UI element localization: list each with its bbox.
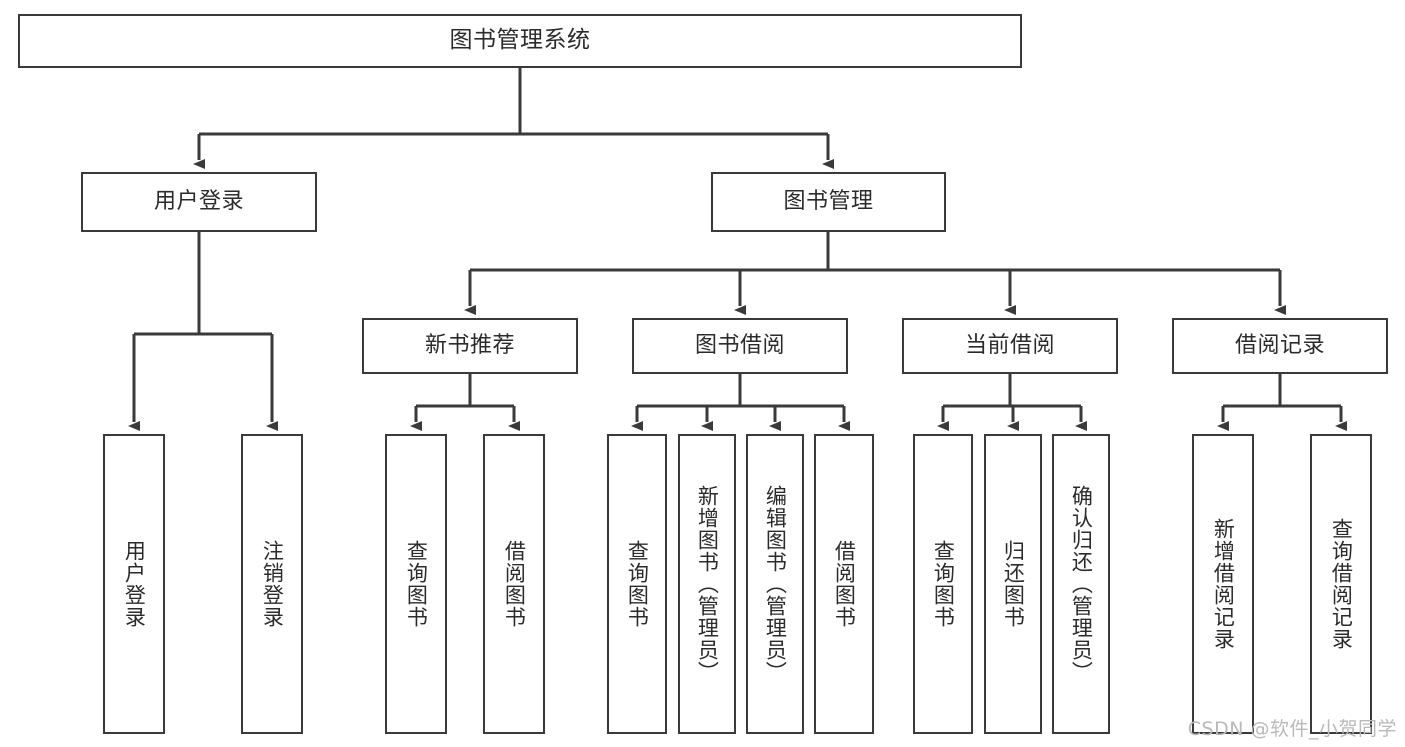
edge-group-new-book-rec-children xyxy=(410,374,520,431)
node-leaf-return-book[interactable]: 归还图书 xyxy=(984,434,1042,734)
node-leaf-logout[interactable]: 注销登录 xyxy=(241,434,303,734)
edge-group-current-borrow-children xyxy=(937,374,1087,431)
node-label-leaf-query-book-3: 查询图书 xyxy=(931,540,956,628)
node-borrow-record[interactable]: 借阅记录 xyxy=(1172,318,1388,374)
watermark-label: CSDN @软件_小贺同学 xyxy=(1187,718,1397,740)
node-label-borrow-record: 借阅记录 xyxy=(1234,332,1325,358)
node-label-book-manage: 图书管理 xyxy=(783,188,874,214)
node-leaf-query-book-2[interactable]: 查询图书 xyxy=(607,434,667,734)
node-label-leaf-return-book: 归还图书 xyxy=(1001,540,1026,628)
node-label-leaf-borrow-book-1: 借阅图书 xyxy=(502,540,527,628)
node-label-leaf-query-book-2: 查询图书 xyxy=(625,540,650,628)
edge-group-borrow-record-children xyxy=(1217,374,1347,431)
node-label-leaf-user-login: 用户登录 xyxy=(122,540,147,628)
node-leaf-query-book-3[interactable]: 查询图书 xyxy=(913,434,973,734)
node-label-leaf-edit-book: 编辑图书（管理员） xyxy=(763,485,788,683)
node-label-leaf-confirm-return: 确认归还（管理员） xyxy=(1069,485,1094,683)
node-book-manage[interactable]: 图书管理 xyxy=(711,172,946,232)
edge-group-book-manage-children xyxy=(464,232,1286,315)
edge-group-book-borrow-children xyxy=(631,374,850,431)
node-user-login[interactable]: 用户登录 xyxy=(81,172,317,232)
node-leaf-add-book[interactable]: 新增图书（管理员） xyxy=(678,434,736,734)
edge-group-user-login-children xyxy=(128,232,278,431)
node-root[interactable]: 图书管理系统 xyxy=(18,14,1022,68)
node-leaf-user-login[interactable]: 用户登录 xyxy=(103,434,165,734)
node-leaf-borrow-book-1[interactable]: 借阅图书 xyxy=(483,434,545,734)
node-label-book-borrow: 图书借阅 xyxy=(694,332,785,358)
node-label-leaf-borrow-book-2: 借阅图书 xyxy=(832,540,857,628)
node-current-borrow[interactable]: 当前借阅 xyxy=(902,318,1118,374)
node-leaf-query-record[interactable]: 查询借阅记录 xyxy=(1310,434,1372,734)
node-label-leaf-query-record: 查询借阅记录 xyxy=(1329,518,1354,650)
node-label-new-book-rec: 新书推荐 xyxy=(424,332,515,358)
node-leaf-edit-book[interactable]: 编辑图书（管理员） xyxy=(746,434,804,734)
node-book-borrow[interactable]: 图书借阅 xyxy=(632,318,848,374)
node-label-leaf-logout: 注销登录 xyxy=(260,540,285,628)
node-label-current-borrow: 当前借阅 xyxy=(964,332,1055,358)
node-label-root: 图书管理系统 xyxy=(449,27,591,54)
node-leaf-confirm-return[interactable]: 确认归还（管理员） xyxy=(1052,434,1110,734)
node-leaf-borrow-book-2[interactable]: 借阅图书 xyxy=(814,434,874,734)
node-new-book-rec[interactable]: 新书推荐 xyxy=(362,318,578,374)
node-label-leaf-query-book-1: 查询图书 xyxy=(404,540,429,628)
node-leaf-query-book-1[interactable]: 查询图书 xyxy=(385,434,447,734)
edge-group-root-children xyxy=(193,68,834,169)
node-label-leaf-add-record: 新增借阅记录 xyxy=(1211,518,1236,650)
node-label-leaf-add-book: 新增图书（管理员） xyxy=(695,485,720,683)
node-label-user-login: 用户登录 xyxy=(153,188,244,214)
node-leaf-add-record[interactable]: 新增借阅记录 xyxy=(1192,434,1254,734)
